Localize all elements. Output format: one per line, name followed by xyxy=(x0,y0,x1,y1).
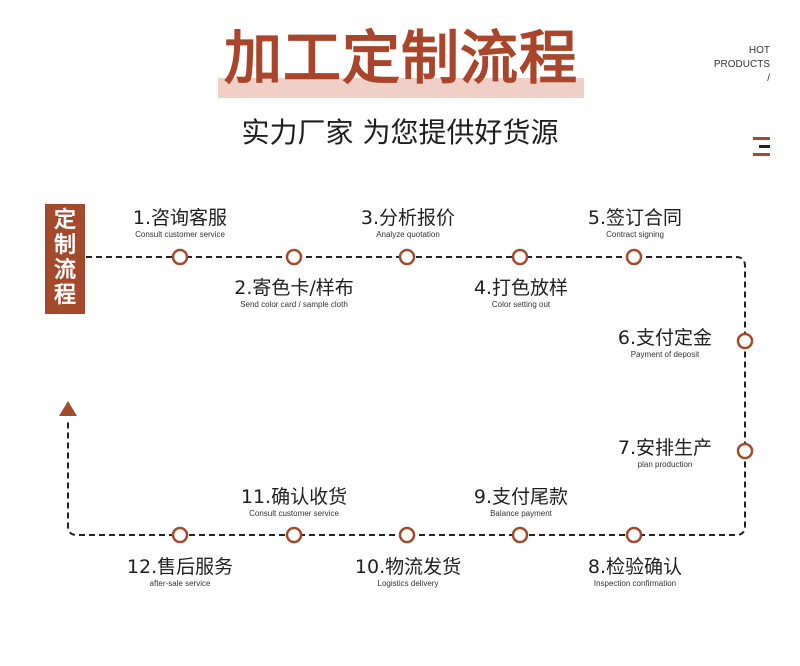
step-10: 10.物流发货 Logistics delivery xyxy=(318,555,498,589)
step-1-node xyxy=(171,248,189,266)
step-5-title: 5.签订合同 xyxy=(587,207,683,229)
step-10-title: 10.物流发货 xyxy=(354,556,462,578)
step-11-node xyxy=(285,526,303,544)
step-7-title: 7.安排生产 xyxy=(617,437,713,459)
step-7: 7.安排生产 plan production xyxy=(575,436,755,470)
title-highlight-band xyxy=(218,78,584,98)
step-2-node xyxy=(285,248,303,266)
process-side-label: 定 制 流 程 xyxy=(45,204,85,314)
step-7-node xyxy=(736,442,754,460)
step-12-title: 12.售后服务 xyxy=(126,556,234,578)
step-7-subtitle: plan production xyxy=(637,460,693,469)
step-8: 8.检验确认 Inspection confirmation xyxy=(545,555,725,589)
step-5: 5.签订合同 Contract signing xyxy=(545,206,725,240)
step-6-subtitle: Payment of deposit xyxy=(630,350,700,359)
step-4-subtitle: Color setting out xyxy=(491,300,551,309)
step-9: 9.支付尾款 Balance payment xyxy=(431,485,611,519)
step-6-title: 6.支付定金 xyxy=(617,327,713,349)
hot-label-line1: HOT xyxy=(748,45,770,56)
step-11-title: 11.确认收货 xyxy=(240,486,348,508)
side-char-2: 制 xyxy=(53,233,76,258)
side-char-1: 定 xyxy=(53,208,76,233)
step-4-node xyxy=(511,248,529,266)
side-char-4: 程 xyxy=(53,283,76,308)
menu-icon xyxy=(753,137,770,156)
step-2-title: 2.寄色卡/样布 xyxy=(234,277,354,299)
step-8-node xyxy=(625,526,643,544)
step-6-node xyxy=(736,332,754,350)
step-10-subtitle: Logistics delivery xyxy=(377,579,439,588)
step-11: 11.确认收货 Consult customer service xyxy=(204,485,384,519)
step-3: 3.分析报价 Analyze quotation xyxy=(318,206,498,240)
step-12: 12.售后服务 after-sale service xyxy=(90,555,270,589)
step-12-subtitle: after-sale service xyxy=(149,579,211,588)
step-3-node xyxy=(398,248,416,266)
step-12-node xyxy=(171,526,189,544)
step-6: 6.支付定金 Payment of deposit xyxy=(575,326,755,360)
step-1-subtitle: Consult customer service xyxy=(135,230,225,239)
step-1: 1.咨询客服 Consult customer service xyxy=(90,206,270,240)
step-9-title: 9.支付尾款 xyxy=(473,486,569,508)
step-2-subtitle: Send color card / sample cloth xyxy=(240,300,348,309)
step-4: 4.打色放样 Color setting out xyxy=(431,276,611,310)
step-8-subtitle: Inspection confirmation xyxy=(593,579,677,588)
flow-arrow-head xyxy=(59,401,77,416)
flow-dashed-line xyxy=(67,256,746,536)
step-1-title: 1.咨询客服 xyxy=(132,207,228,229)
step-9-node xyxy=(511,526,529,544)
step-11-subtitle: Consult customer service xyxy=(249,509,339,518)
page-subtitle: 实力厂家 为您提供好货源 xyxy=(241,116,559,149)
hot-label-line3: / xyxy=(767,73,770,84)
step-10-node xyxy=(398,526,416,544)
hot-products-label: HOT PRODUCTS / xyxy=(714,44,770,86)
page-title: 加工定制流程 xyxy=(223,24,578,92)
hot-label-line2: PRODUCTS xyxy=(713,59,770,70)
step-8-title: 8.检验确认 xyxy=(587,556,683,578)
step-3-title: 3.分析报价 xyxy=(360,207,456,229)
step-4-title: 4.打色放样 xyxy=(473,277,569,299)
step-2: 2.寄色卡/样布 Send color card / sample cloth xyxy=(204,276,384,310)
step-9-subtitle: Balance payment xyxy=(490,509,552,518)
side-char-3: 流 xyxy=(53,258,76,283)
step-5-node xyxy=(625,248,643,266)
step-3-subtitle: Analyze quotation xyxy=(376,230,440,239)
step-5-subtitle: Contract signing xyxy=(606,230,664,239)
